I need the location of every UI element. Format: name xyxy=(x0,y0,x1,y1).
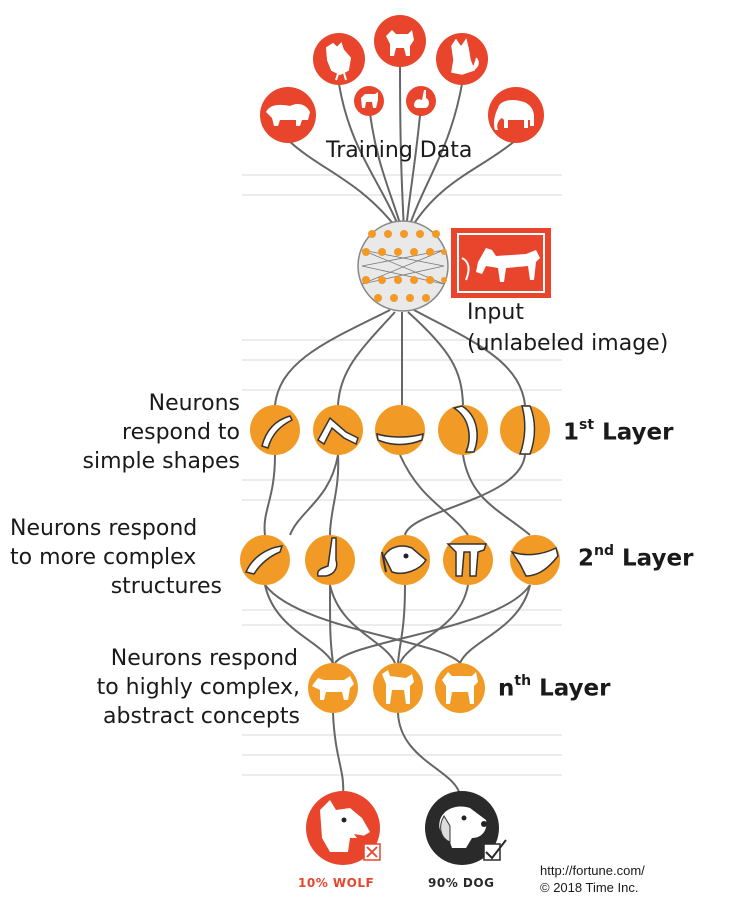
cat-icon xyxy=(436,33,488,85)
legs-shape xyxy=(443,535,493,585)
dog-icon xyxy=(373,663,423,713)
credit-copyright: © 2018 Time Inc. xyxy=(540,880,639,895)
input-network-node xyxy=(357,220,449,312)
layer-2-description: Neurons respond to more complex structur… xyxy=(10,514,222,601)
dog-checked-box xyxy=(483,843,501,861)
output-wolf xyxy=(306,791,381,865)
layer-2-desc-line1: Neurons respond xyxy=(10,516,198,541)
paw-shape xyxy=(305,535,355,585)
layer-1-description: Neurons respond to simple shapes xyxy=(40,389,240,476)
elephant-icon xyxy=(488,87,544,143)
credit-block: http://fortune.com/ © 2018 Time Inc. xyxy=(540,862,645,896)
small-dog-icon xyxy=(354,86,384,116)
connections xyxy=(263,65,531,796)
curve-shape-5 xyxy=(500,405,550,455)
rabbit-icon xyxy=(406,86,436,116)
layer-n-neurons xyxy=(308,663,485,713)
layer-2-title: 2nd Layer xyxy=(578,543,694,572)
curve-shape-4 xyxy=(438,405,488,455)
ear-shape xyxy=(240,535,290,585)
training-data-label: Training Data xyxy=(326,138,473,163)
layer-1-desc-line3: simple shapes xyxy=(82,449,240,474)
layer-n-desc-line3: abstract concepts xyxy=(103,704,300,729)
wolf-icon xyxy=(308,663,358,713)
dog-head-icon xyxy=(439,806,487,848)
layer-1-desc-line1: Neurons xyxy=(148,391,240,416)
layer-n-title: nth Layer xyxy=(498,673,611,702)
layer-1-title: 1st Layer xyxy=(563,417,674,446)
dog-probability-label: 90% DOG xyxy=(428,876,495,890)
snout-shape xyxy=(510,535,560,585)
curve-shape-3 xyxy=(375,405,425,455)
input-label-line1: Input xyxy=(467,300,524,325)
layer-n-description: Neurons respond to highly complex, abstr… xyxy=(60,644,300,731)
output-dog xyxy=(425,791,507,865)
layer-2-neurons xyxy=(240,535,560,585)
layer-1-neurons xyxy=(250,405,550,455)
input-image xyxy=(451,228,551,298)
input-label-line2: (unlabeled image) xyxy=(467,331,669,356)
credit-url: http://fortune.com/ xyxy=(540,863,645,878)
layer-n-desc-line1: Neurons respond xyxy=(110,646,298,671)
rooster-icon xyxy=(313,33,365,85)
wolf-head-icon xyxy=(320,800,370,852)
bear-icon xyxy=(260,87,316,143)
wolf-probability-label: 10% WOLF xyxy=(298,876,375,890)
dog-icon xyxy=(435,663,485,713)
layer-2-desc-line2: to more complex xyxy=(10,545,197,570)
layer-1-desc-line2: respond to xyxy=(122,420,240,445)
layer-n-desc-line2: to highly complex, xyxy=(96,675,300,700)
curve-shape-2 xyxy=(313,405,363,455)
training-data-icons xyxy=(260,15,544,143)
layer-2-desc-line3: structures xyxy=(110,574,222,599)
dog-icon xyxy=(374,15,426,67)
dog-face-shape xyxy=(380,535,430,585)
curve-shape-1 xyxy=(250,405,300,455)
